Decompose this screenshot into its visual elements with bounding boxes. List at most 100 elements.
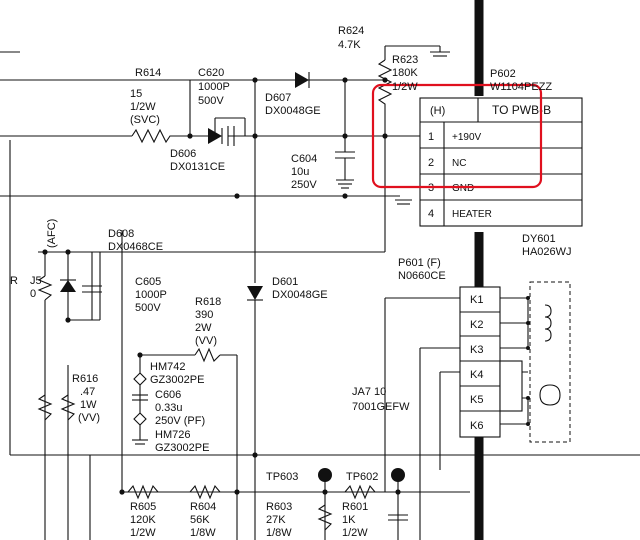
testpoint-tp603 [318, 468, 332, 482]
label-ref: J5 [30, 275, 42, 287]
label-ref: DY601 [522, 233, 556, 245]
k-pin-label: K6 [470, 420, 483, 432]
resistor-r605-symbol [127, 484, 159, 500]
hm726-symbol [133, 412, 147, 426]
label-val: 1/2W [130, 527, 156, 539]
connector-header-to: TO PWB-B [492, 103, 551, 117]
label-val: 1K [342, 514, 356, 526]
resistor-left-symbol [37, 394, 53, 421]
connector-pin-num: 4 [428, 208, 434, 220]
label-val: 4.7K [338, 39, 361, 51]
capacitor-c604-symbol [335, 151, 355, 189]
resistor-j5-symbol [37, 275, 53, 301]
k-pins-block: K1 K2 K3 K4 K5 K6 [459, 286, 523, 438]
k-pin-label: K1 [470, 294, 483, 306]
connector-pin-name: NC [452, 158, 466, 169]
connector-pin-name: HEATER [452, 209, 492, 220]
label-val: 250V [291, 179, 317, 191]
label-ref: P602 [490, 68, 516, 80]
label-ref: D601 [272, 276, 298, 288]
label-ref: C605 [135, 276, 161, 288]
label-ref: R603 [266, 501, 292, 513]
label-val: N0660CE [398, 270, 446, 282]
label-val: DX0468CE [108, 241, 163, 253]
diode-d601-symbol [247, 286, 263, 301]
label-afc: (AFC) [46, 219, 58, 248]
resistor-r603-symbol [317, 504, 333, 531]
k-pin-label: K4 [470, 369, 483, 381]
label-val: 1/2W [130, 101, 156, 113]
label-val: 500V [135, 302, 161, 314]
diode-d607-symbol [295, 72, 310, 88]
label-val: 390 [195, 309, 213, 321]
label-val: 7001GEFW [352, 401, 410, 413]
diode-d608-symbol [60, 279, 76, 292]
label-val: (VV) [195, 335, 217, 347]
label-ref: HM742 [150, 361, 185, 373]
label-ref: R605 [130, 501, 156, 513]
label-val: 250V (PF) [155, 415, 205, 427]
label-val: 180K [392, 67, 418, 79]
label-val: DX0048GE [272, 289, 328, 301]
label-val: 0.33u [155, 402, 183, 414]
label-val: 10u [291, 166, 309, 178]
label-ref: R618 [195, 296, 221, 308]
k-pin-label: K3 [470, 344, 483, 356]
connector-pin-name: +190V [452, 132, 482, 143]
resistor-r604-symbol [189, 484, 221, 500]
resistor-r601-symbol [344, 484, 376, 500]
label-val: (VV) [78, 412, 100, 424]
label-ref: R624 [338, 25, 364, 37]
label-ref: R604 [190, 501, 216, 513]
resistor-r616-symbol [60, 394, 76, 421]
label-val: HA026WJ [522, 246, 572, 258]
label-val: .47 [80, 386, 95, 398]
label-val: 0 [30, 288, 36, 300]
resistor-r15-symbol [131, 128, 175, 144]
capacitor-c620-symbol [214, 117, 246, 146]
label-ref: TP602 [346, 471, 378, 483]
label-ref: R601 [342, 501, 368, 513]
label-val: 500V [198, 95, 224, 107]
label-val: 120K [130, 514, 156, 526]
label-val: 2W [195, 322, 212, 334]
label-ref: C620 [198, 67, 224, 79]
label-ref: P601 (F) [398, 257, 441, 269]
k-pin-label: K2 [470, 319, 483, 331]
label-val: DX0048GE [265, 105, 321, 117]
label-ref: C606 [155, 389, 181, 401]
label-val: 1/8W [190, 527, 216, 539]
resistor-r618-symbol [194, 347, 221, 363]
ground-r624 [430, 46, 450, 57]
label-val: DX0131CE [170, 161, 225, 173]
label-ref: TP603 [266, 471, 298, 483]
label-val: 1000P [198, 81, 230, 93]
highlight-box [371, 83, 543, 189]
label-val: 1/2W [392, 81, 418, 93]
connector-pin-name: GND [452, 183, 474, 194]
label-ref: JA7 10 [352, 386, 386, 398]
label-ref: D607 [265, 92, 291, 104]
capacitor-afc-symbol [82, 285, 102, 293]
label-val: 1W [80, 399, 97, 411]
k-pin-label: K5 [470, 394, 483, 406]
label-val: GZ3002PE [150, 374, 204, 386]
capacitor-c606-symbol [132, 394, 148, 445]
label-val: 1/8W [266, 527, 292, 539]
label-ref: 15 [130, 88, 142, 100]
label-ref: HM726 [155, 429, 190, 441]
label-ref: C604 [291, 153, 317, 165]
hm742-symbol [133, 372, 147, 386]
label-val: W1104PEZZ [490, 81, 552, 93]
label-ref: R623 [392, 54, 418, 66]
label-val: 56K [190, 514, 210, 526]
label-ref: R616 [72, 373, 98, 385]
connector-p602-table: (H) TO PWB-B 1 +190V 2 NC 3 GND 4 HEATER [395, 97, 583, 227]
deflection-coils [526, 281, 571, 443]
label-ref: R [10, 275, 18, 287]
connector-pin-num: 2 [428, 157, 434, 169]
testpoint-tp602 [391, 468, 405, 482]
label-ref: D606 [170, 148, 196, 160]
label-ref: R614 [135, 67, 161, 79]
